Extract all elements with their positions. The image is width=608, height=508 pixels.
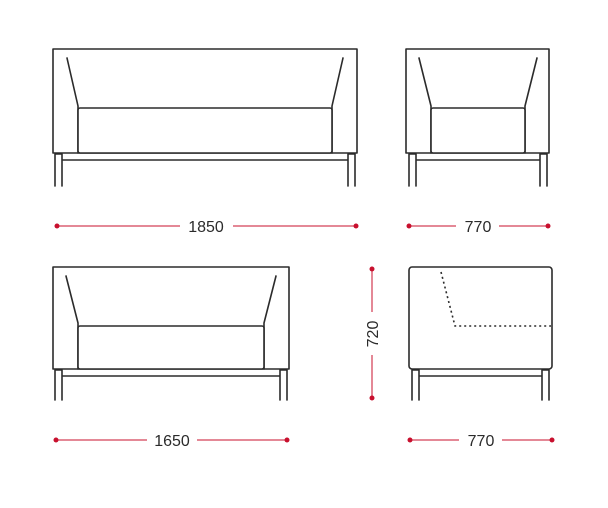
dimension-label-770-depth: 770 <box>468 433 495 450</box>
dimension-endpoint <box>545 223 551 229</box>
three-seat-sofa-front-view <box>52 48 358 187</box>
armchair-side-base-frame <box>411 369 550 401</box>
dimension-label-720: 720 <box>365 321 382 348</box>
dimension-endpoint <box>53 437 59 443</box>
dimension-label-1850: 1850 <box>188 219 224 236</box>
armchair-side-view <box>408 266 553 401</box>
armchair-seat-cushion <box>430 107 526 154</box>
dimension-endpoint <box>406 223 412 229</box>
armchair-front-view <box>405 48 550 187</box>
armchair-base-frame <box>408 153 548 187</box>
dimension-endpoint <box>54 223 60 229</box>
armchair-side-body <box>408 266 553 370</box>
dimension-two-seat-width: 1650 <box>53 433 290 450</box>
dimension-endpoint <box>284 437 290 443</box>
dimension-height: 720 <box>365 266 382 401</box>
dimension-armchair-width: 770 <box>406 219 551 236</box>
dimension-endpoint <box>369 266 375 272</box>
dimension-endpoint <box>407 437 413 443</box>
three-seat-sofa-base-frame <box>54 153 356 187</box>
dimension-endpoint <box>549 437 555 443</box>
three-seat-sofa-seat-cushion <box>77 107 333 154</box>
dimension-side-depth: 770 <box>407 433 555 450</box>
two-seat-sofa-seat-cushion <box>77 325 265 370</box>
dimension-endpoint <box>369 395 375 401</box>
dimension-label-770: 770 <box>465 219 492 236</box>
armchair-side-backrest-hidden-line <box>440 271 551 327</box>
two-seat-sofa-base-frame <box>54 369 288 401</box>
dimension-three-seat-width: 1850 <box>54 219 359 236</box>
dimension-endpoint <box>353 223 359 229</box>
two-seat-sofa-front-view <box>52 266 290 401</box>
dimension-label-1650: 1650 <box>154 433 190 450</box>
